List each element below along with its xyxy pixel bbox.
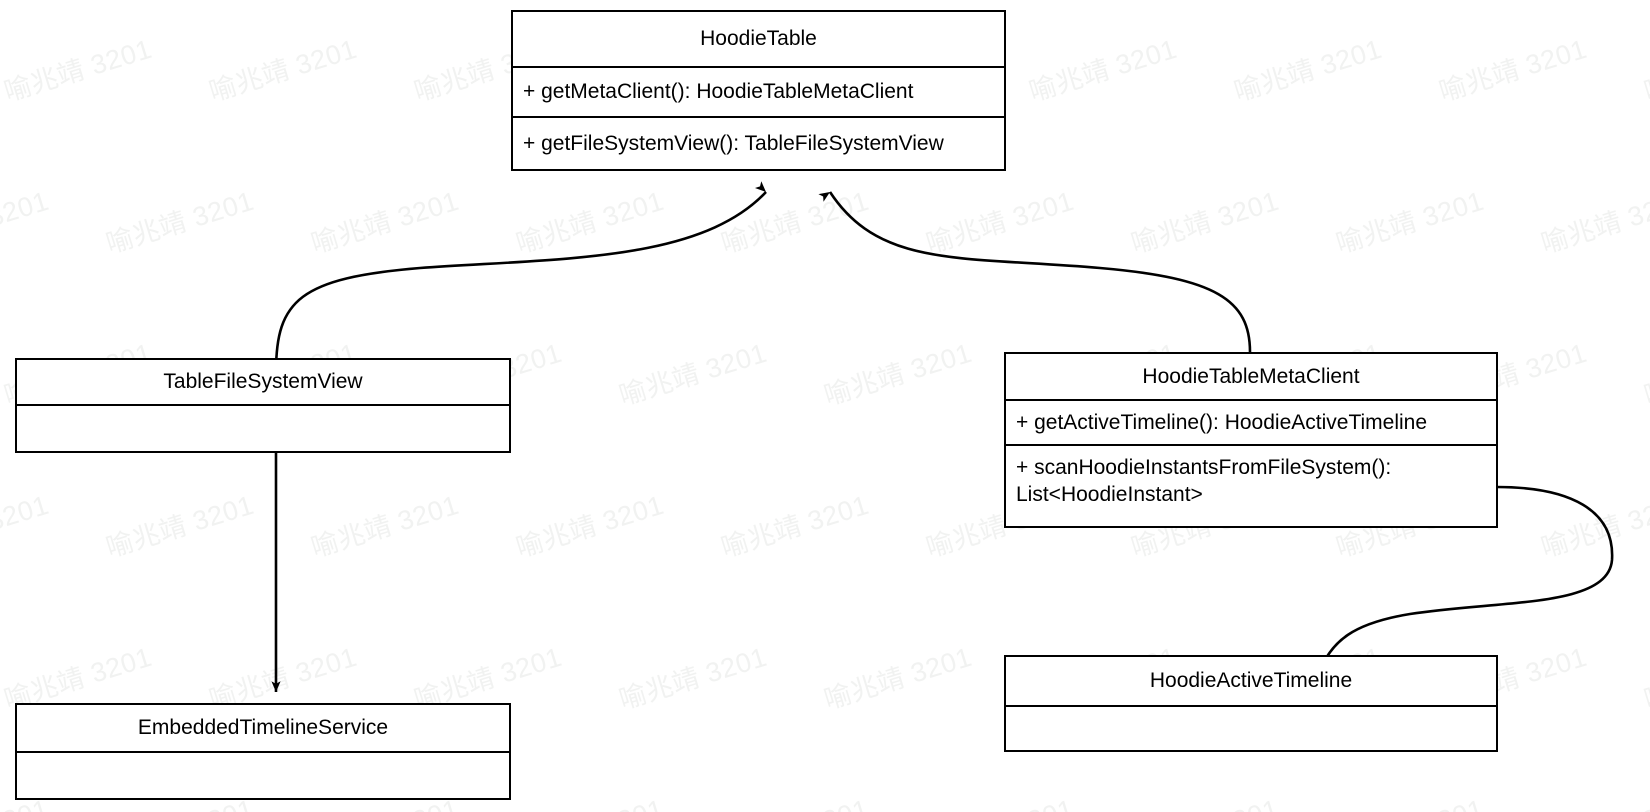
watermark-label: 喻兆靖 3201: [615, 641, 771, 716]
watermark-label: 喻兆靖 3201: [1230, 33, 1386, 108]
watermark-label: 喻兆靖 3201: [615, 337, 771, 412]
class-body-embedded-timeline-service: [17, 753, 509, 798]
watermark-label: 喻兆靖 3201: [102, 489, 258, 564]
watermark-label: 喻兆靖 3201: [1537, 489, 1650, 564]
watermark-label: 喻兆靖 3201: [1537, 185, 1650, 260]
class-box-embedded-timeline-service[interactable]: EmbeddedTimelineService: [15, 703, 511, 800]
watermark-label: 喻兆靖 3201: [102, 185, 258, 260]
class-name-hoodie-table-meta-client: HoodieTableMetaClient: [1006, 354, 1496, 401]
watermark-label: 喻兆靖 3201: [1640, 642, 1650, 716]
watermark-label: 喻兆靖 3201: [1435, 33, 1591, 108]
watermark-label: 喻兆靖 3201: [0, 489, 53, 563]
watermark-label: 喻兆靖 3201: [0, 185, 53, 259]
watermark-label: 喻兆靖 3201: [1025, 33, 1181, 108]
edge-hoodietablemetaclient-to-hoodietable: [818, 191, 1252, 353]
edge-tablefilesystemview-to-hoodietable: [274, 181, 767, 373]
class-name-hoodie-active-timeline: HoodieActiveTimeline: [1006, 657, 1496, 707]
watermark-label: 喻兆靖 3201: [717, 489, 873, 564]
watermark-label: 喻兆靖 3201: [717, 185, 873, 260]
watermark-label: 喻兆靖 3201: [1640, 338, 1650, 412]
class-box-hoodie-table[interactable]: HoodieTable + getMetaClient(): HoodieTab…: [511, 10, 1006, 171]
watermark-label: 喻兆靖 3201: [1640, 34, 1650, 108]
watermark-label: 喻兆靖 3201: [0, 33, 156, 108]
class-method-hoodie-table-meta-client-1: + scanHoodieInstantsFromFileSystem(): Li…: [1016, 456, 1392, 506]
watermark-label: 喻兆靖 3201: [922, 185, 1078, 260]
watermark-label: 喻兆靖 3201: [1536, 787, 1650, 812]
class-name-table-file-system-view: TableFileSystemView: [17, 360, 509, 406]
class-method-hoodie-table-1: + getFileSystemView(): TableFileSystemVi…: [523, 131, 944, 155]
class-box-table-file-system-view[interactable]: TableFileSystemView: [15, 358, 511, 453]
watermark-label: 喻兆靖 3201: [307, 185, 463, 260]
watermark-label: 喻兆靖 3201: [716, 787, 873, 812]
class-body-hoodie-active-timeline: [1006, 707, 1496, 750]
watermark-label: 喻兆靖 3201: [511, 787, 668, 812]
watermark-label: 喻兆靖 3201: [820, 337, 976, 412]
watermark-label: 喻兆靖 3201: [1126, 787, 1283, 812]
class-box-hoodie-table-meta-client[interactable]: HoodieTableMetaClient + getActiveTimelin…: [1004, 352, 1498, 528]
watermark-label: 喻兆靖 3201: [205, 33, 361, 108]
watermark-label: 喻兆靖 3201: [512, 489, 668, 564]
class-body-table-file-system-view: [17, 406, 509, 451]
class-method-hoodie-table-meta-client-0: + getActiveTimeline(): HoodieActiveTimel…: [1006, 401, 1496, 446]
watermark-label: 喻兆靖 3201: [512, 185, 668, 260]
watermark-label: 喻兆靖 3201: [1331, 787, 1488, 812]
watermark-label: 喻兆靖 3201: [921, 787, 1078, 812]
class-box-hoodie-active-timeline[interactable]: HoodieActiveTimeline: [1004, 655, 1498, 752]
watermark-label: 喻兆靖 3201: [1332, 185, 1488, 260]
watermark-label: 喻兆靖 3201: [820, 641, 976, 716]
class-method-hoodie-table-0: + getMetaClient(): HoodieTableMetaClient: [513, 68, 1004, 118]
class-name-hoodie-table: HoodieTable: [513, 12, 1004, 68]
class-name-embedded-timeline-service: EmbeddedTimelineService: [17, 705, 509, 753]
watermark-label: 喻兆靖 3201: [1127, 185, 1283, 260]
watermark-label: 喻兆靖 3201: [307, 489, 463, 564]
